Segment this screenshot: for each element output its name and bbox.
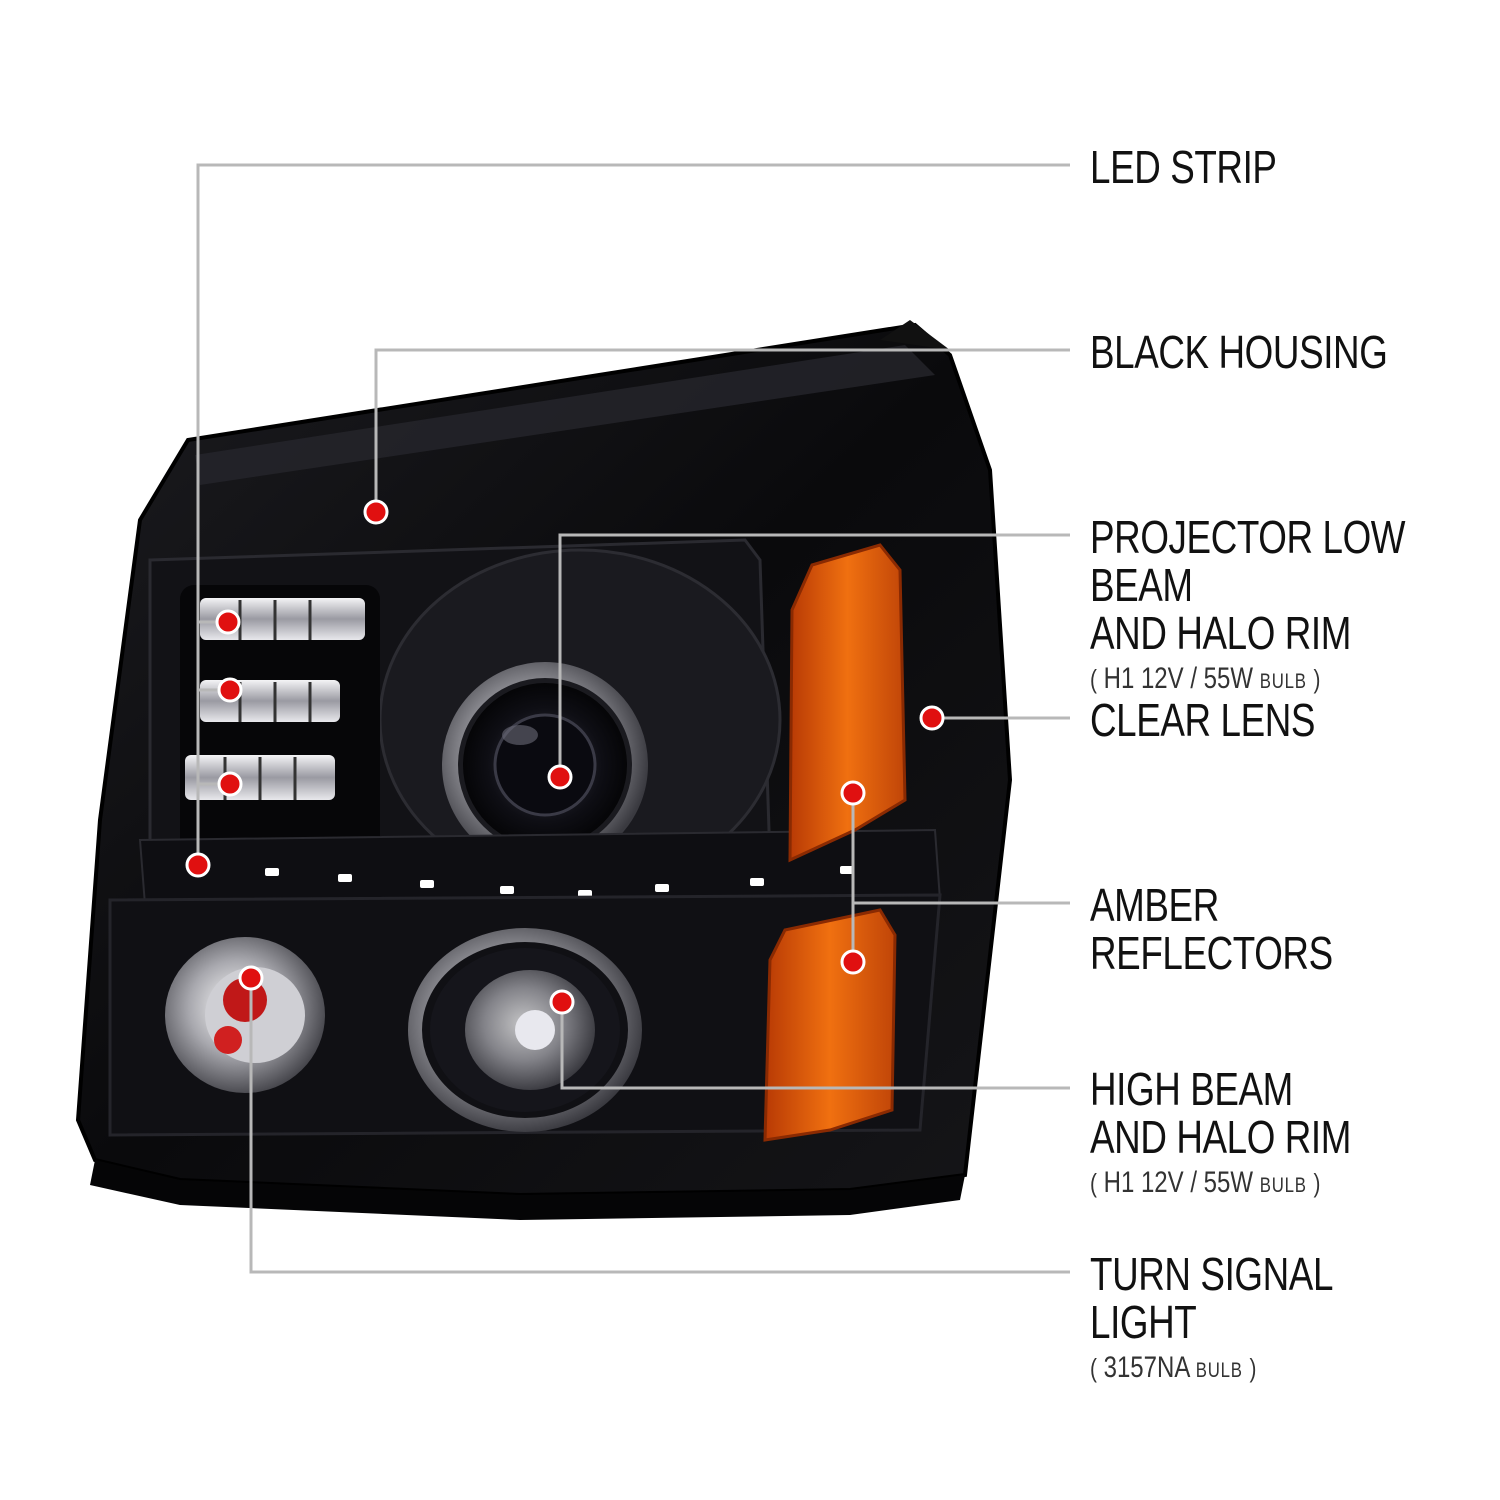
label-high-beam-line1: HIGH BEAM xyxy=(1090,1063,1293,1115)
callout-dot-led-1 xyxy=(215,609,241,635)
label-high-beam-spec-value: H1 12V / 55W xyxy=(1103,1166,1254,1199)
amber-reflector-lower xyxy=(763,908,897,1142)
callout-dot-amber-lower xyxy=(840,949,866,975)
callout-dot-clear-lens xyxy=(919,705,945,731)
callout-line-projector xyxy=(558,533,1070,777)
label-projector-spec: ( H1 12V / 55W BULB ) xyxy=(1090,661,1418,700)
callout-line-high-beam xyxy=(560,1002,1070,1090)
label-turn-signal-spec: ( 3157NA BULB ) xyxy=(1090,1350,1418,1389)
callout-dot-amber-upper xyxy=(840,780,866,806)
callout-dot-led-3 xyxy=(217,771,243,797)
high-beam xyxy=(408,928,642,1132)
callout-dot-led-strip xyxy=(185,852,211,878)
label-high-beam: HIGH BEAM AND HALO RIM ( H1 12V / 55W BU… xyxy=(1090,1065,1351,1204)
label-turn-signal-spec-unit: BULB xyxy=(1195,1359,1243,1382)
callout-line-black-housing xyxy=(374,348,1070,512)
callout-dot-black-housing xyxy=(363,499,389,525)
label-led-strip: LED STRIP xyxy=(1090,143,1277,191)
label-led-strip-title: LED STRIP xyxy=(1090,141,1277,193)
label-projector-open: ( xyxy=(1090,664,1097,694)
label-amber-reflectors: AMBER REFLECTORS xyxy=(1090,881,1418,977)
label-projector-low-beam: PROJECTOR LOW BEAM AND HALO RIM ( H1 12V… xyxy=(1090,513,1418,700)
label-turn-signal-spec-value: 3157NA xyxy=(1103,1351,1190,1384)
label-projector-close: ) xyxy=(1313,664,1321,694)
callout-dot-led-2 xyxy=(217,677,243,703)
projector-low-beam xyxy=(442,662,648,868)
label-projector-spec-value: H1 12V / 55W xyxy=(1103,662,1254,695)
label-high-beam-spec: ( H1 12V / 55W BULB ) xyxy=(1090,1165,1351,1204)
callout-dots xyxy=(185,499,945,1015)
label-projector-line2: AND HALO RIM xyxy=(1090,607,1352,659)
callout-dot-high-beam xyxy=(549,989,575,1015)
label-projector-line1: PROJECTOR LOW BEAM xyxy=(1090,511,1406,611)
label-high-beam-open: ( xyxy=(1090,1168,1097,1198)
label-high-beam-line2: AND HALO RIM xyxy=(1090,1111,1352,1163)
housing-top-tab xyxy=(880,320,950,350)
label-high-beam-close: ) xyxy=(1313,1168,1321,1198)
label-amber-reflectors-title: AMBER REFLECTORS xyxy=(1090,879,1333,979)
housing-bottom-lip xyxy=(90,1160,965,1220)
label-black-housing: BLACK HOUSING xyxy=(1090,326,1388,378)
callout-lines xyxy=(196,163,1070,1274)
turn-signal-housing xyxy=(165,937,325,1093)
amber-reflector-upper xyxy=(788,543,907,863)
label-projector-spec-unit: BULB xyxy=(1259,670,1307,693)
callout-line-led-strip xyxy=(196,163,1070,865)
label-turn-signal: TURN SIGNAL LIGHT ( 3157NA BULB ) xyxy=(1090,1250,1418,1389)
led-strip-leds xyxy=(265,866,854,898)
callout-dot-projector xyxy=(547,764,573,790)
callout-dot-turn-signal xyxy=(238,965,264,991)
label-turn-signal-open: ( xyxy=(1090,1353,1097,1383)
led-block xyxy=(180,585,380,865)
label-black-housing-title: BLACK HOUSING xyxy=(1090,326,1388,378)
label-clear-lens-title: CLEAR LENS xyxy=(1090,694,1316,746)
label-turn-signal-title: TURN SIGNAL LIGHT xyxy=(1090,1248,1332,1348)
callout-line-turn-signal xyxy=(249,978,1070,1274)
label-clear-lens: CLEAR LENS xyxy=(1090,696,1315,744)
housing-top-highlight xyxy=(195,345,935,485)
label-turn-signal-close: ) xyxy=(1249,1353,1257,1383)
label-high-beam-spec-unit: BULB xyxy=(1259,1174,1307,1197)
